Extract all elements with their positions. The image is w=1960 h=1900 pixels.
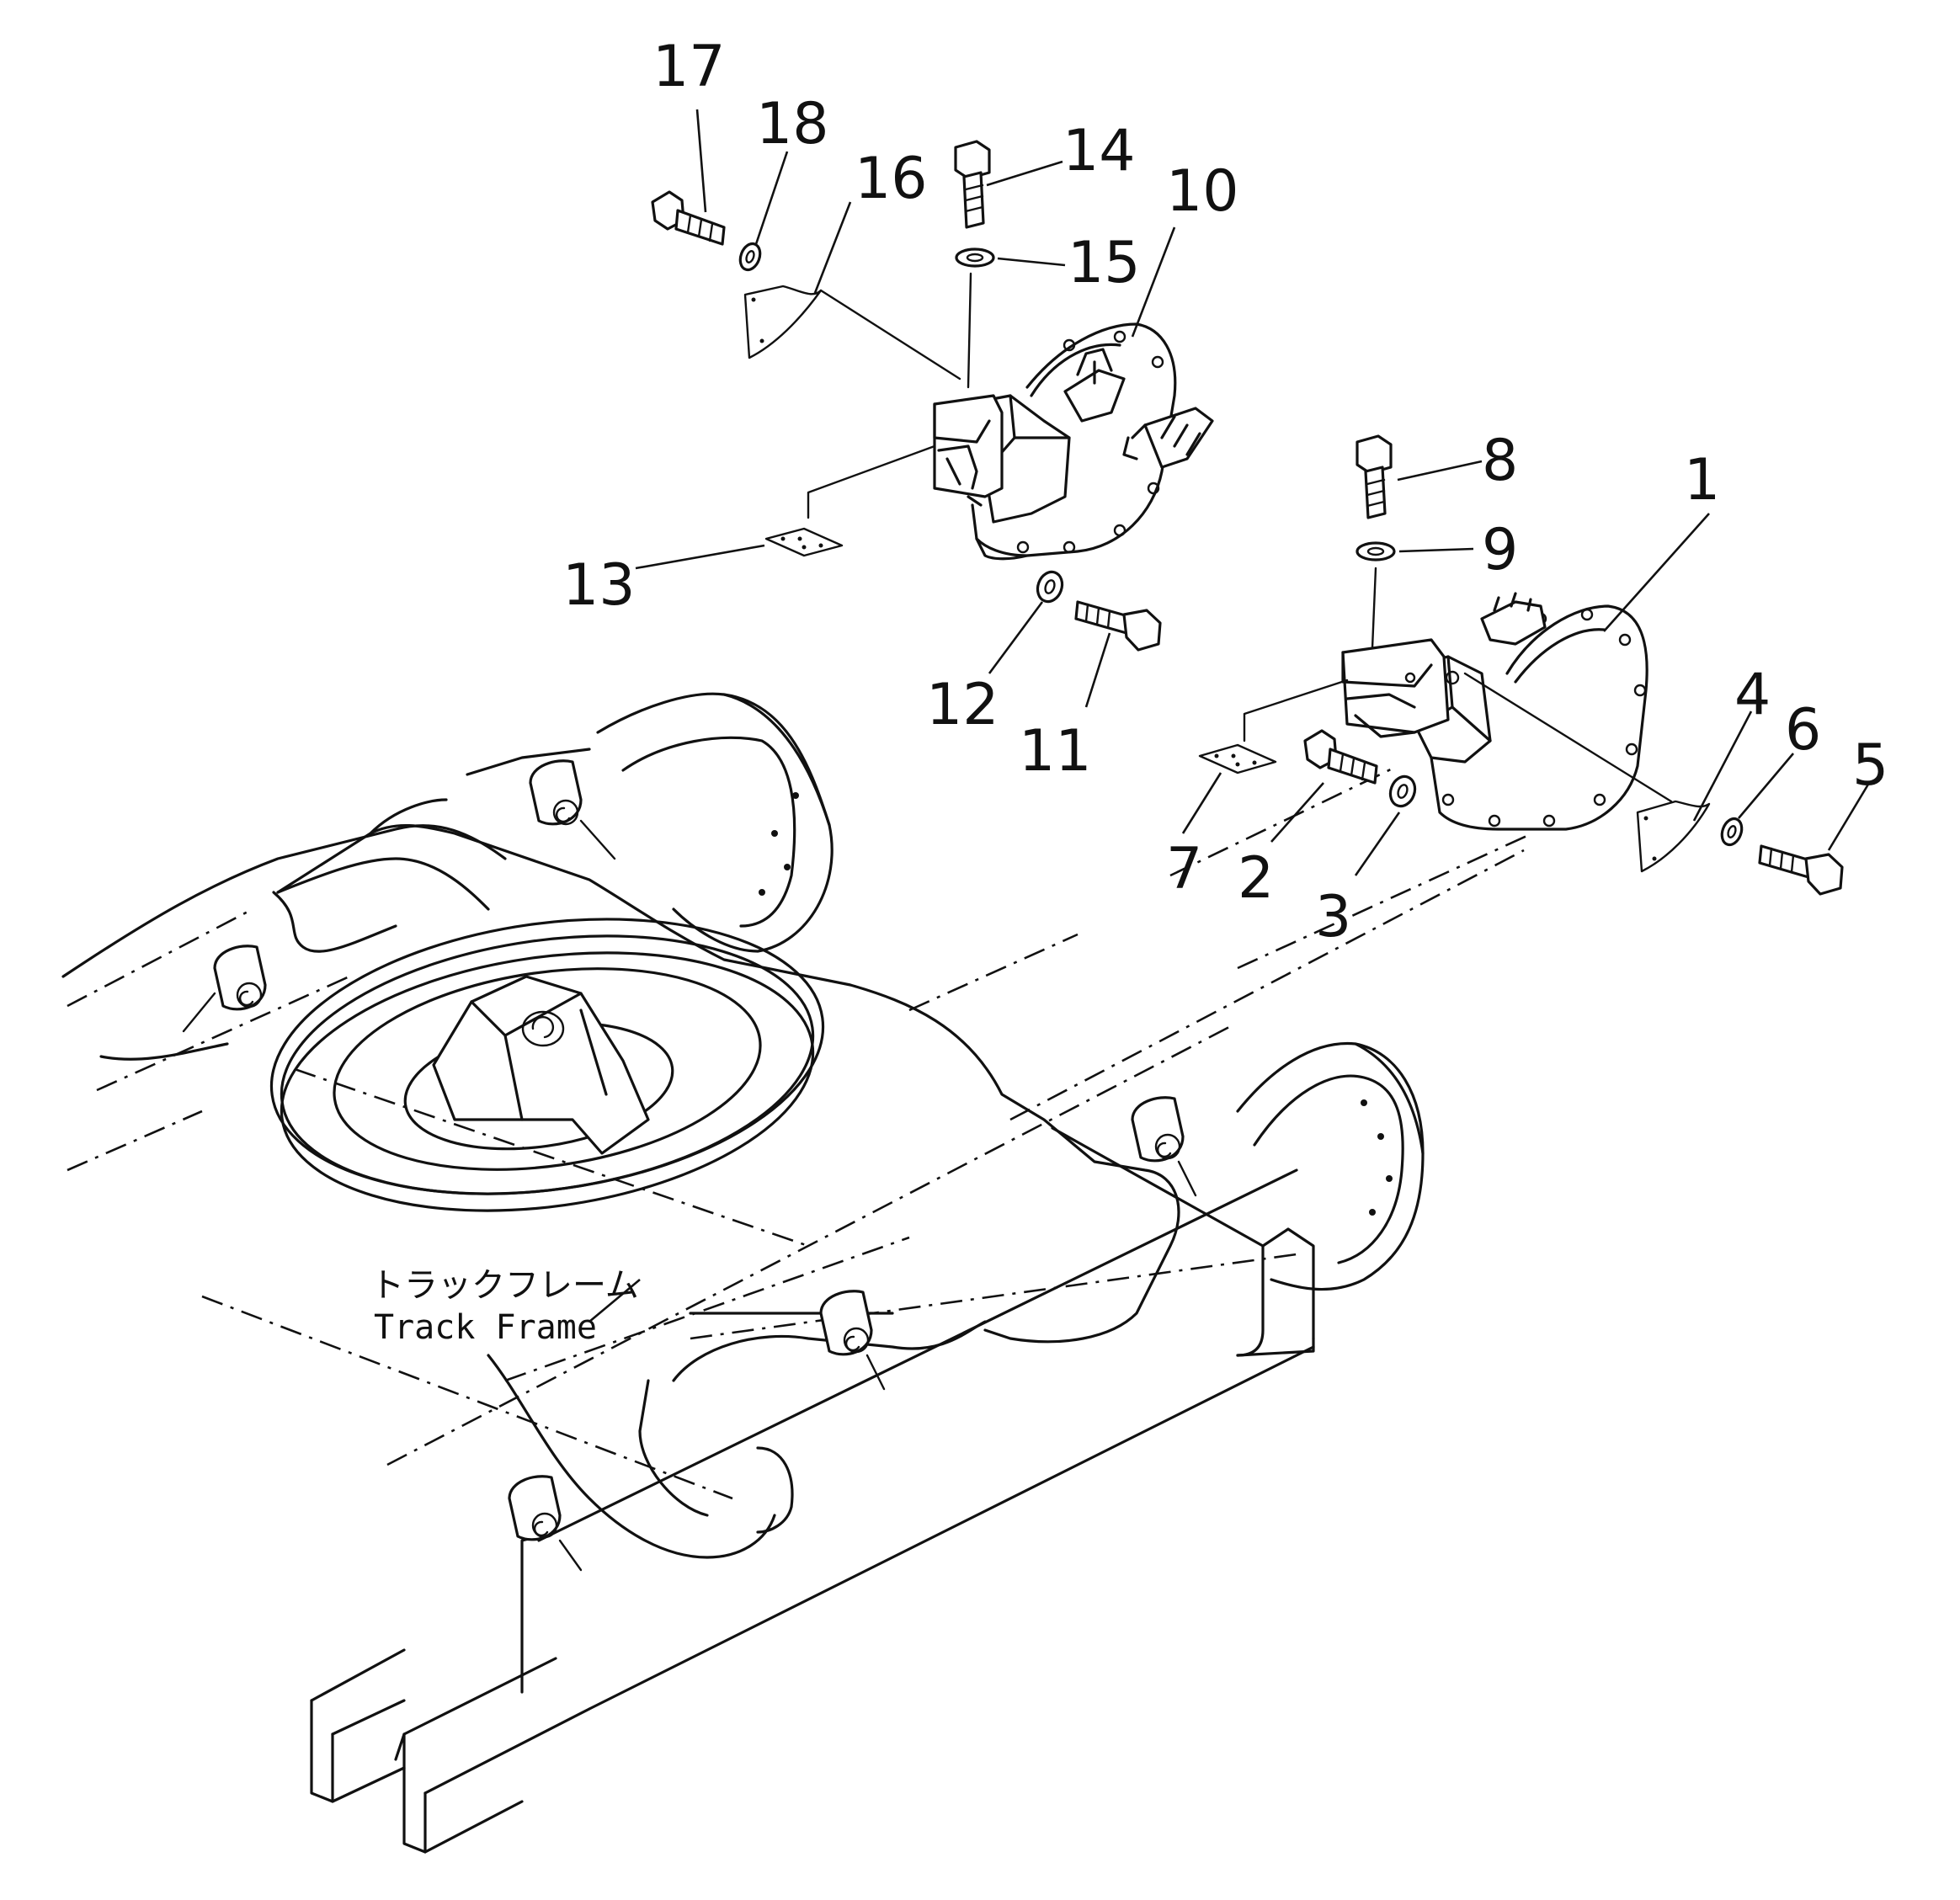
callout-12: 12 <box>926 672 999 738</box>
callout-leaders <box>635 109 1871 876</box>
callout-2: 2 <box>1238 845 1274 912</box>
callout-5: 5 <box>1852 732 1888 799</box>
pad-c-1 <box>529 759 616 860</box>
track-frame-label-en: Track Frame <box>374 1308 597 1347</box>
callout-14: 14 <box>1063 118 1136 184</box>
drive-housing-upper <box>651 140 1214 652</box>
callout-11: 11 <box>1019 718 1092 785</box>
callout-15: 15 <box>1068 230 1141 296</box>
pad-c-4 <box>819 1290 886 1391</box>
callout-13: 13 <box>562 552 636 619</box>
track-frame: トラックフレーム Track Frame <box>61 692 1533 1854</box>
callout-18: 18 <box>756 91 829 157</box>
pad-c-2 <box>182 945 267 1033</box>
callout-10: 10 <box>1166 158 1239 225</box>
callout-7: 7 <box>1166 836 1202 902</box>
drive-housing-right <box>1198 434 1844 896</box>
callout-17: 17 <box>652 34 726 100</box>
callout-16: 16 <box>855 146 928 212</box>
callout-4: 4 <box>1734 662 1771 728</box>
callout-8: 8 <box>1482 428 1518 494</box>
callout-9: 9 <box>1482 517 1518 583</box>
callout-3: 3 <box>1315 884 1351 950</box>
pad-c-5 <box>508 1475 583 1572</box>
callout-1: 1 <box>1684 447 1720 514</box>
pad-c-3 <box>1131 1096 1197 1197</box>
callout-numbers: 1 2 3 4 5 6 7 8 9 10 11 12 13 14 15 16 1… <box>562 34 1888 950</box>
track-frame-label-jp: トラックフレーム <box>370 1266 639 1305</box>
callout-6: 6 <box>1785 697 1821 764</box>
